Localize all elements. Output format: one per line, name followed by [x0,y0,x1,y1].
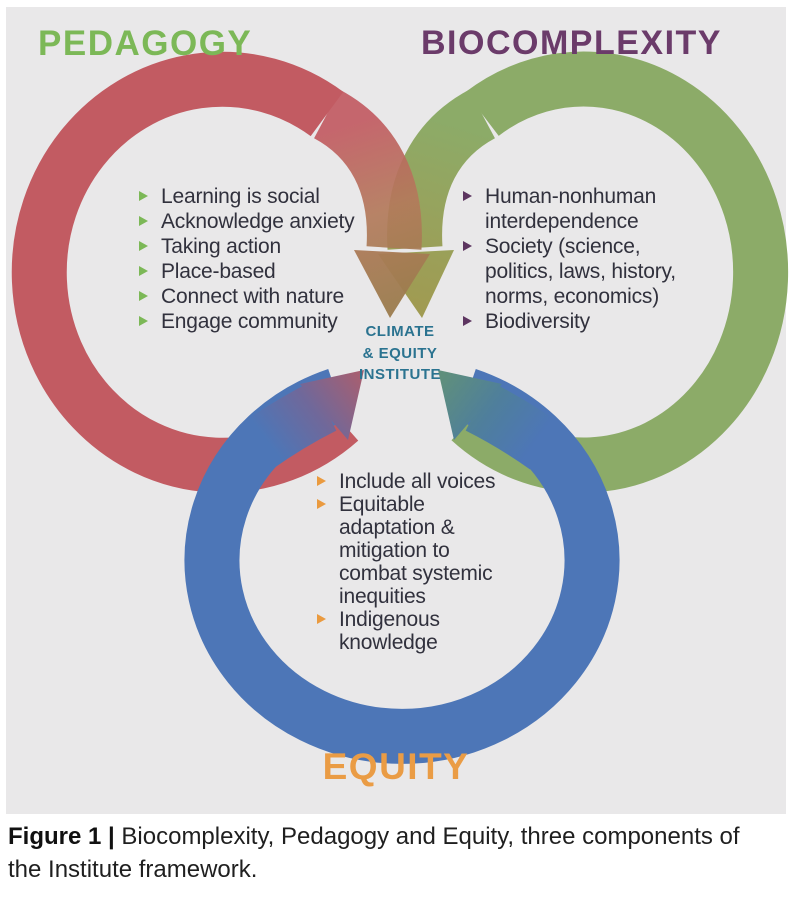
list-item: Taking action [139,234,369,259]
center-institute-label: CLIMATE & EQUITY INSTITUTE [330,321,470,386]
bullet-triangle-icon [317,614,326,624]
caption-figure-label: Figure 1 | [8,823,115,850]
biocomplexity-list: Human-nonhuman interdependence Society (… [463,184,708,334]
equity-ring-arc [184,368,620,764]
equity-right-arrow-stem [465,381,562,470]
list-item-text: Include all voices [339,470,496,493]
list-item: Human-nonhuman interdependence [463,184,708,234]
bullet-triangle-icon [139,191,148,201]
bullet-triangle-icon [139,241,148,251]
center-label-line3: INSTITUTE [359,366,441,383]
bullet-triangle-icon [317,499,326,509]
equity-list: Include all voices Equitable adaptation … [317,470,537,654]
pedagogy-arrowhead-icon [354,250,430,318]
bullet-triangle-icon [139,216,148,226]
list-item: Include all voices [317,470,537,493]
equity-right-arrowhead-icon [438,370,502,440]
bullet-triangle-icon [463,316,472,326]
list-item: Society (science, politics, laws, histor… [463,234,708,309]
pedagogy-title: PEDAGOGY [38,24,253,63]
bullet-triangle-icon [463,191,472,201]
biocomplexity-title: BIOCOMPLEXITY [421,24,722,62]
bullet-triangle-icon [317,476,326,486]
list-item-text: Human-nonhuman interdependence [485,185,657,233]
list-item-text: Connect with nature [161,285,344,308]
center-label-line2: & EQUITY [362,344,438,362]
list-item: Equitable adaptation & mitigation to com… [317,493,537,608]
pedagogy-arrow-stem [313,89,422,250]
equity-title: EQUITY [322,746,470,787]
figure-caption: Figure 1 | Biocomplexity, Pedagogy and E… [8,820,786,886]
list-item-text: Biodiversity [485,310,590,333]
bullet-triangle-icon [463,241,472,251]
list-item: Place-based [139,259,369,284]
equity-left-arrow-stem [240,381,337,470]
list-item-text: Place-based [161,260,276,283]
caption-text-line1: Biocomplexity, Pedagogy and Equity, thre… [121,823,740,850]
bullet-triangle-icon [139,266,148,276]
pedagogy-list: Learning is social Acknowledge anxiety T… [139,184,369,334]
caption-text-line2: the Institute framework. [8,856,258,883]
list-item: Learning is social [139,184,369,209]
list-item-text: Taking action [161,235,281,258]
equity-left-arrowhead-icon [300,370,364,440]
bullet-triangle-icon [139,316,148,326]
list-item-text: Learning is social [161,185,320,208]
list-item: Connect with nature [139,284,369,309]
center-label-line1: CLIMATE [365,323,435,340]
list-item-text: Indigenous knowledge [339,608,440,654]
list-item-text: Engage community [161,310,338,333]
bullet-triangle-icon [139,291,148,301]
list-item-text: Society (science, politics, laws, histor… [485,235,676,308]
list-item: Engage community [139,309,369,334]
list-item: Acknowledge anxiety [139,209,369,234]
list-item: Biodiversity [463,309,708,334]
caption-line1: Figure 1 | Biocomplexity, Pedagogy and E… [8,820,786,853]
list-item-text: Acknowledge anxiety [161,210,355,233]
list-item: Indigenous knowledge [317,608,537,654]
three-rings-diagram [6,7,789,814]
list-item-text: Equitable adaptation & mitigation to com… [339,493,493,608]
